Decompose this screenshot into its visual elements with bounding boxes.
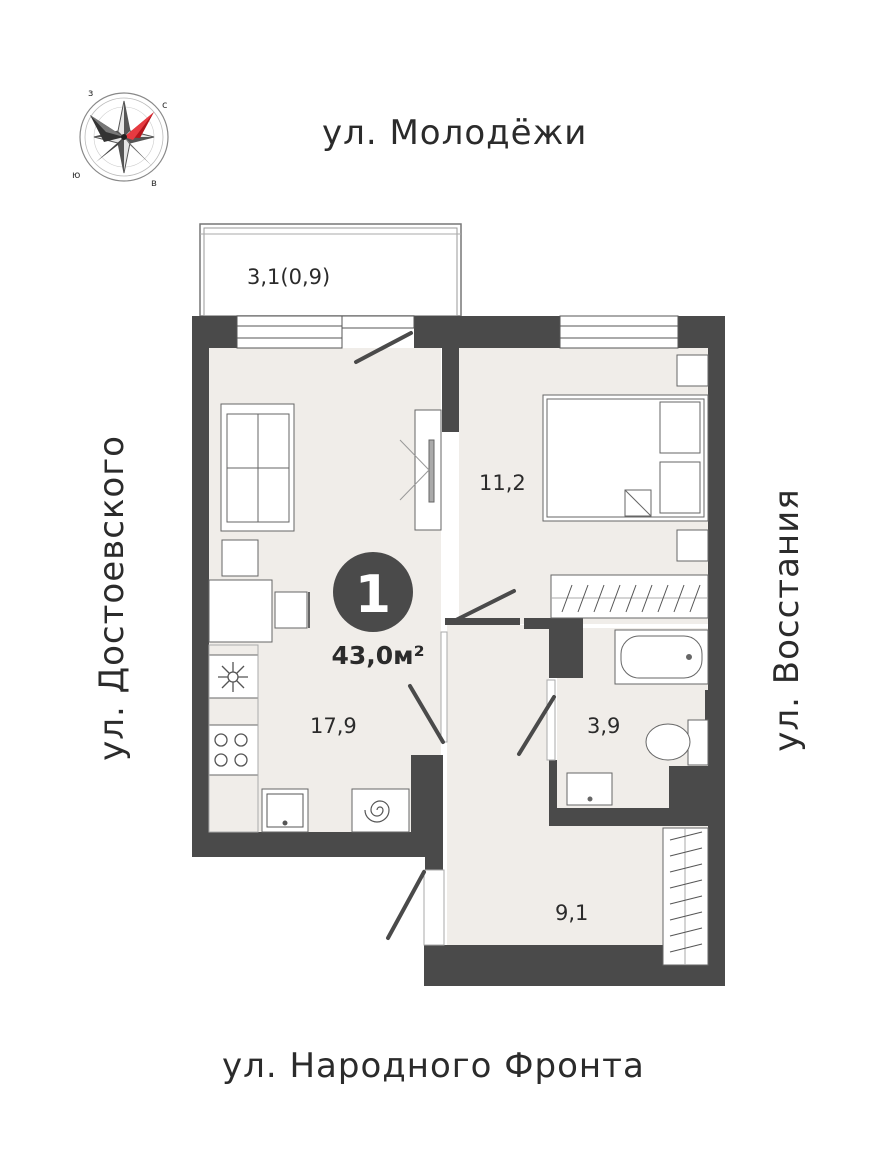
room-count-badge: [333, 552, 413, 632]
hallway-wardrobe: [662, 827, 709, 966]
sofa: [220, 403, 295, 532]
bathroom-sink-icon: [566, 772, 613, 806]
bedroom-wardrobe: [550, 574, 709, 619]
total-area-label: 43,0м²: [331, 641, 424, 670]
compass-west-letter: з: [88, 88, 93, 99]
windows: [236, 315, 679, 641]
fridge-icon: [218, 662, 248, 692]
living-kitchen-area-label: 17,9: [310, 714, 357, 738]
street-label-bottom: ул. Народного Фронта: [222, 1046, 645, 1086]
cooktop-icon: [214, 733, 248, 767]
street-label-top: ул. Молодёжи: [322, 113, 588, 153]
balcony-area-label: 3,1(0,9): [247, 265, 330, 289]
walls: [192, 316, 725, 986]
dining-table: [208, 539, 310, 643]
kitchen-sink-icon: [266, 793, 304, 828]
compass-rose-icon: [79, 92, 169, 182]
nightstands: [676, 354, 709, 562]
compass-south-letter: ю: [72, 170, 80, 181]
tv-stand: [399, 409, 442, 531]
boiler-icon: [364, 800, 390, 823]
bed: [542, 394, 709, 522]
compass-east-letter: в: [151, 178, 157, 189]
bathtub-icon: [614, 629, 709, 685]
door-swings: [354, 331, 556, 940]
room-count: 1: [355, 565, 391, 625]
bedroom-area-label: 11,2: [479, 471, 526, 495]
balcony: [199, 223, 462, 317]
bathroom-area-label: 3,9: [587, 714, 620, 738]
compass-north-letter: с: [162, 100, 168, 111]
toilet-icon: [645, 719, 709, 766]
hallway-area-label: 9,1: [555, 901, 588, 925]
